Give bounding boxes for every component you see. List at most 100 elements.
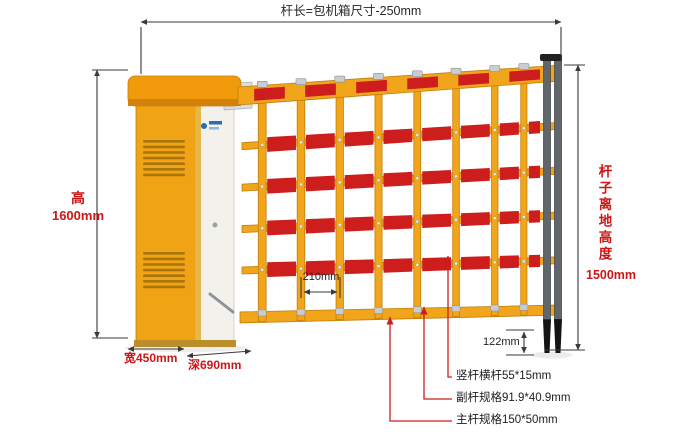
boom-clamp: [373, 73, 384, 80]
rail-clamp: [490, 304, 500, 312]
crossing-bolt: [415, 219, 420, 224]
dim-depth-line: [186, 348, 252, 359]
post-foot: [543, 319, 551, 353]
red-reflector-panel: [528, 254, 540, 268]
vertical-bar: [257, 100, 267, 322]
crossing-bolt: [454, 218, 458, 222]
crossing-bolt: [337, 265, 342, 270]
cabinet-front-stripe: [196, 103, 201, 343]
cabinet-vent-slat: [143, 173, 185, 177]
cabinet-lock: [212, 222, 218, 228]
cabinet-side-face: [135, 102, 197, 344]
brand-logo: [201, 121, 222, 130]
red-reflector-panel: [499, 255, 519, 269]
leader-aux-bar: [420, 306, 452, 400]
end-post: [543, 57, 551, 322]
top-dimension-label: 杆长=包机箱尺寸-250mm: [280, 4, 422, 18]
red-reflector-panel: [422, 126, 452, 142]
rail-clamp: [519, 304, 529, 311]
crossing-bolt: [522, 170, 526, 175]
leader-main-bar: [386, 316, 452, 422]
height-value: 1600mm: [51, 208, 105, 224]
red-reflector-panel: [267, 219, 296, 236]
height-label: 高: [71, 190, 85, 206]
cabinet-vent-slat: [143, 285, 185, 289]
crossing-bolt: [376, 264, 381, 268]
crossing-bolt: [415, 262, 420, 267]
boom-ground-height-label: 杆子离地高度: [596, 164, 612, 263]
foot-height-label: 122mm: [483, 336, 520, 348]
bar-spacing-label: 210mm: [302, 271, 340, 283]
crossing-bolt: [299, 224, 303, 229]
callout-leaders: [386, 255, 452, 422]
red-reflector-panel: [305, 133, 335, 150]
boom-clamp: [295, 78, 307, 86]
cabinet-vent-slat: [143, 151, 185, 154]
red-reflector-panel: [499, 122, 519, 136]
crossing-bolt: [492, 172, 497, 176]
crossing-bolt: [454, 130, 458, 135]
red-reflector-panel: [499, 166, 519, 181]
red-reflector-panel: [461, 168, 490, 183]
crossing-bolt: [415, 133, 420, 137]
red-reflector-panel: [499, 211, 519, 225]
boom-red-stripe: [254, 86, 285, 101]
crossing-bolt: [260, 143, 265, 147]
boom-red-stripe: [458, 72, 489, 86]
red-reflector-panel: [528, 210, 540, 223]
red-reflector-panel: [344, 173, 374, 190]
cabinet-cap-edge: [128, 99, 241, 106]
end-post: [554, 56, 562, 322]
vertical-bar: [374, 91, 383, 320]
boom-ground-height-value: 1500mm: [586, 268, 637, 282]
crossing-bolt: [260, 267, 265, 272]
depth-dimension-label: 深690mm: [188, 358, 242, 372]
callout-aux-bar-spec: 副杆规格91.9*40.9mm: [456, 392, 571, 404]
crossing-bolt: [376, 135, 381, 140]
red-reflector-panel: [422, 257, 452, 272]
rail-clamp: [296, 308, 306, 316]
red-reflector-panel: [267, 261, 296, 278]
vertical-bar: [452, 86, 460, 318]
main-boom: [237, 64, 562, 106]
cabinet-vent-slat: [143, 140, 185, 143]
cabinet-vent-slat: [143, 274, 185, 277]
width-dimension-label: 宽450mm: [124, 351, 178, 365]
red-reflector-panel: [344, 259, 374, 275]
boom-red-stripe: [356, 79, 387, 94]
callout-vertical-bar-spec: 竖杆横杆55*15mm: [456, 370, 552, 382]
crossing-bolt: [337, 180, 342, 185]
crossing-bolt: [376, 221, 381, 226]
rail-clamp: [451, 305, 461, 313]
red-reflector-panel: [267, 177, 296, 194]
boom-clamp: [489, 65, 501, 72]
cabinet-vent-slat: [143, 263, 185, 266]
post-foot: [554, 319, 562, 353]
cabinet-vent-slat: [143, 280, 185, 283]
cabinet-vent-slat: [143, 268, 185, 272]
crossing-bolt: [415, 176, 420, 181]
crossing-bolt: [260, 226, 265, 231]
red-reflector-panel: [383, 171, 413, 187]
red-reflector-panel: [528, 121, 540, 134]
cabinet-vent-slat: [143, 162, 185, 165]
boom-red-stripe: [305, 83, 336, 98]
red-reflector-panel: [305, 218, 335, 234]
red-reflector-panel: [383, 128, 413, 144]
red-reflector-panel: [383, 215, 413, 230]
vertical-bar: [520, 81, 528, 316]
red-reflector-panel: [305, 175, 335, 192]
fence-boom-arm: [143, 54, 562, 353]
crossing-bolt: [454, 174, 458, 179]
crossing-bolt: [454, 261, 458, 266]
crossing-bolt: [299, 182, 303, 187]
red-reflector-panel: [383, 258, 413, 273]
cabinet-vent-slat: [143, 156, 185, 160]
rail-clamp: [335, 308, 344, 315]
red-reflector-panel: [528, 165, 540, 179]
crossing-bolt: [337, 223, 342, 227]
rail-clamp: [257, 309, 267, 317]
crossing-bolt: [522, 126, 526, 131]
